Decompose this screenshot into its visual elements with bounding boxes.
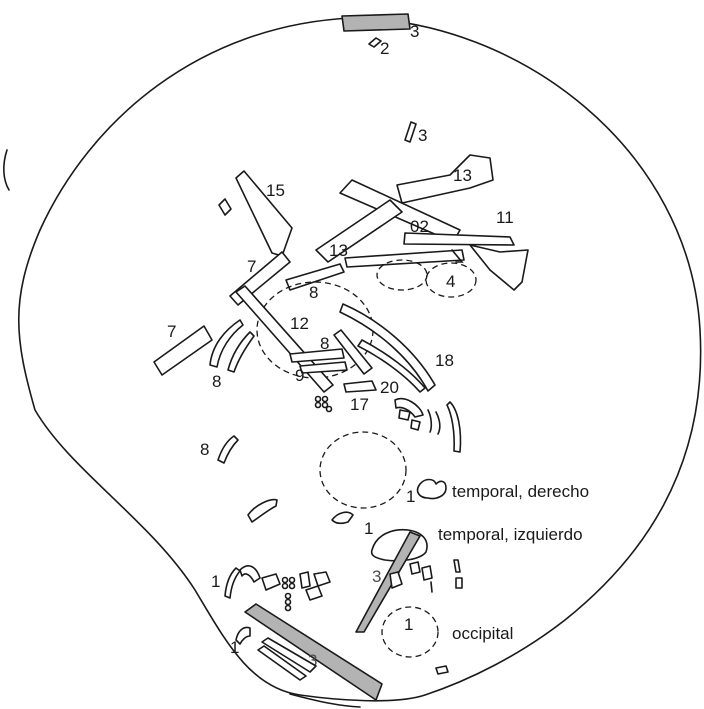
label-3-grey: 3 <box>372 567 381 586</box>
label-18: 18 <box>435 351 454 370</box>
bone-scatter-e <box>436 412 440 434</box>
bone-ll-b <box>240 566 260 582</box>
bone-scatter-d <box>428 410 431 432</box>
label-13-right: 13 <box>453 166 472 185</box>
annotation-temporal-derecho: temporal, derecho <box>452 482 589 501</box>
annotation-temporal-izquierdo: temporal, izquierdo <box>438 525 583 544</box>
vertebrae-cluster-b <box>283 578 295 611</box>
label-11: 11 <box>496 208 514 227</box>
label-02: 02 <box>410 217 429 236</box>
label-1-temporal-l: 1 <box>364 519 373 538</box>
label-13-mid: 13 <box>329 241 348 260</box>
label-4: 4 <box>446 272 455 291</box>
label-3-top: 3 <box>410 22 419 41</box>
bone-scatter-c <box>411 420 420 430</box>
bone-ll-e <box>314 572 330 586</box>
label-8-upper: 8 <box>309 283 318 302</box>
label-15: 15 <box>266 181 285 200</box>
label-1-occipital: 1 <box>404 615 413 634</box>
dashed-circle-center <box>320 432 406 508</box>
bone-fragment-left <box>248 500 277 522</box>
bone-bl-d <box>436 666 448 674</box>
label-2-top: 2 <box>380 39 389 58</box>
bone-temporal-derecho <box>418 480 446 499</box>
bone-sr-f <box>390 572 402 588</box>
bone-small-temporal <box>332 512 353 523</box>
label-20: 20 <box>380 378 399 397</box>
bone-sr-c <box>431 582 432 592</box>
bone-sr-b <box>422 566 432 580</box>
label-7-upper: 7 <box>247 257 256 276</box>
label-1-bottom-left: 1 <box>230 638 239 657</box>
bone-scatter-b <box>399 410 410 420</box>
label-1-left: 1 <box>211 572 220 591</box>
label-8-lower: 8 <box>200 440 209 459</box>
label-9: 9 <box>295 366 304 385</box>
bone-3-upper <box>405 122 416 142</box>
bone-13-right <box>397 155 493 203</box>
vertebrae-cluster-a <box>316 397 332 412</box>
bone-ll-f <box>306 586 322 600</box>
bone-sr-e <box>456 578 462 588</box>
bone-7-left <box>154 326 212 375</box>
bone-17 <box>344 381 376 392</box>
bone-8-left-b <box>228 332 254 372</box>
outline-curl <box>4 150 9 190</box>
bone-ll-c <box>262 574 280 590</box>
bone-sr-d <box>454 560 460 572</box>
bone-8-lower <box>218 436 238 463</box>
annotation-occipital: occipital <box>452 624 513 643</box>
label-1-temporal-r: 1 <box>406 487 415 506</box>
bone-horizontal <box>345 250 464 267</box>
label-8-left: 8 <box>212 372 221 391</box>
label-7-left: 7 <box>167 322 176 341</box>
bone-scatter-f <box>447 402 461 452</box>
label-12: 12 <box>290 314 309 333</box>
bone-ll-d <box>300 572 310 588</box>
bone-sr-a <box>410 562 420 574</box>
bone-7-upper <box>230 252 290 305</box>
label-3-upper: 3 <box>418 126 427 145</box>
bone-11-end <box>470 245 528 290</box>
label-17: 17 <box>350 395 369 414</box>
bone-small-15 <box>219 199 231 215</box>
bone-3-top <box>342 14 410 31</box>
bone-ll-a <box>225 568 240 598</box>
